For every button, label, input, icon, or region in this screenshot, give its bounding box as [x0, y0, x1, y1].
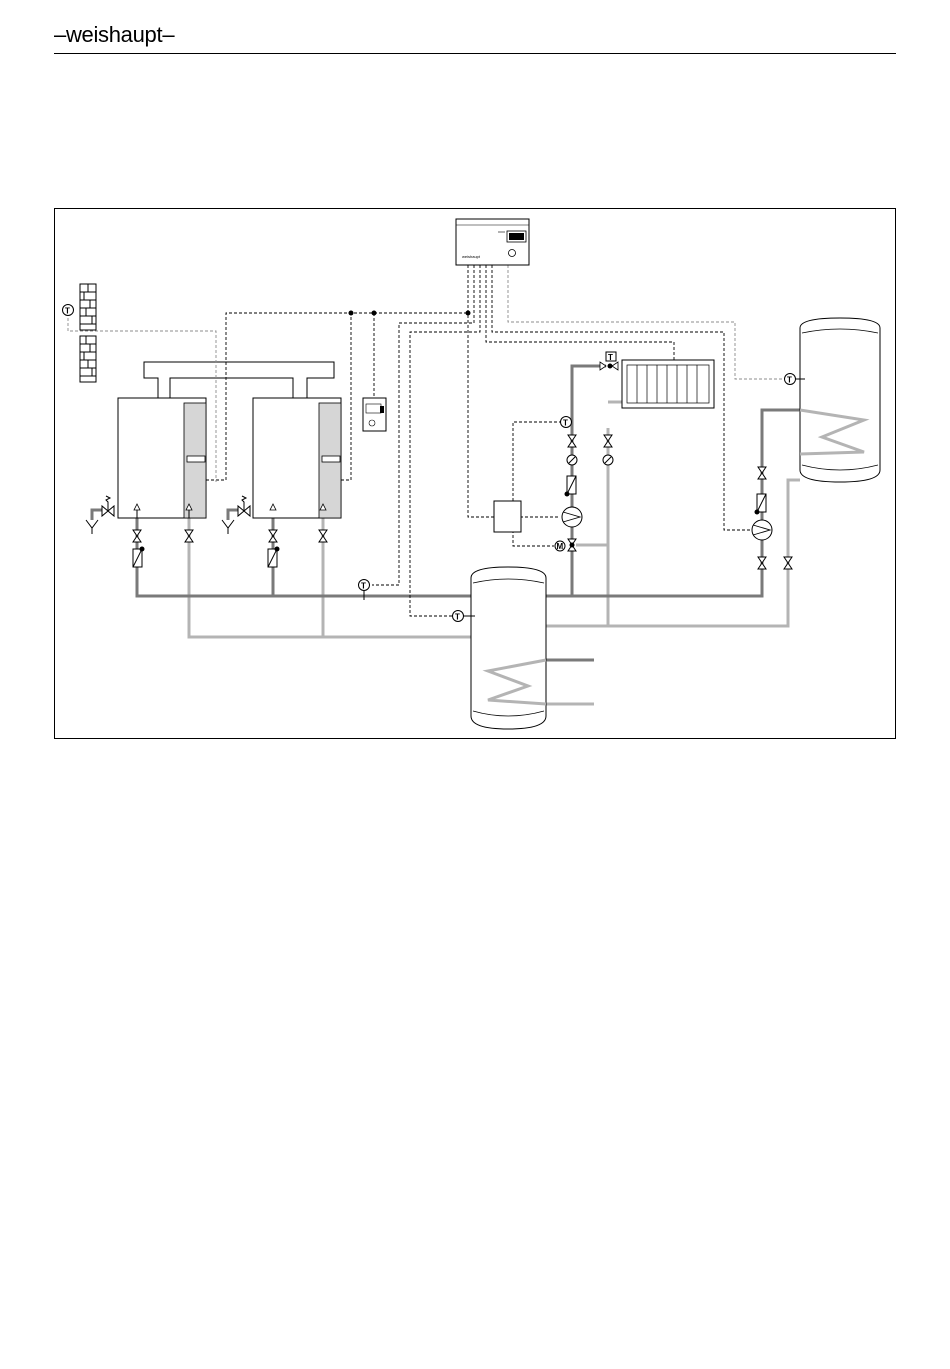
sensor-symbol: T [787, 376, 792, 385]
brand-name: weishaupt [66, 22, 162, 47]
sensor-symbol: T [361, 582, 366, 591]
pump-icon [752, 520, 772, 540]
outdoor-wall-icon [80, 336, 96, 382]
sensor-symbol: T [563, 419, 568, 428]
motor-symbol: M [557, 542, 564, 551]
outdoor-wall-icon [80, 284, 96, 330]
pump-icon [562, 507, 582, 527]
header-rule [54, 53, 896, 54]
brand-logo: –weishaupt– [54, 22, 174, 48]
control-module [494, 501, 521, 532]
hydraulic-diagram: weishaupt [54, 208, 896, 739]
sensor-symbol: T [455, 613, 460, 622]
boiler-2 [253, 398, 341, 518]
temperature-sensor-icon: T [561, 417, 573, 428]
buffer-cylinder [471, 567, 546, 729]
main-controller: weishaupt [456, 219, 529, 265]
temperature-sensor-icon: T [63, 305, 74, 316]
radiator-icon [622, 360, 714, 408]
brand-suffix: – [162, 22, 174, 47]
room-control-unit [363, 398, 386, 431]
dhw-cylinder-right [800, 318, 880, 482]
brand-prefix: – [54, 22, 66, 47]
boiler-1 [118, 398, 206, 518]
thermostat-symbol: T [608, 353, 613, 362]
sensor-symbol: T [65, 307, 70, 316]
controller-logo: weishaupt [462, 254, 481, 259]
